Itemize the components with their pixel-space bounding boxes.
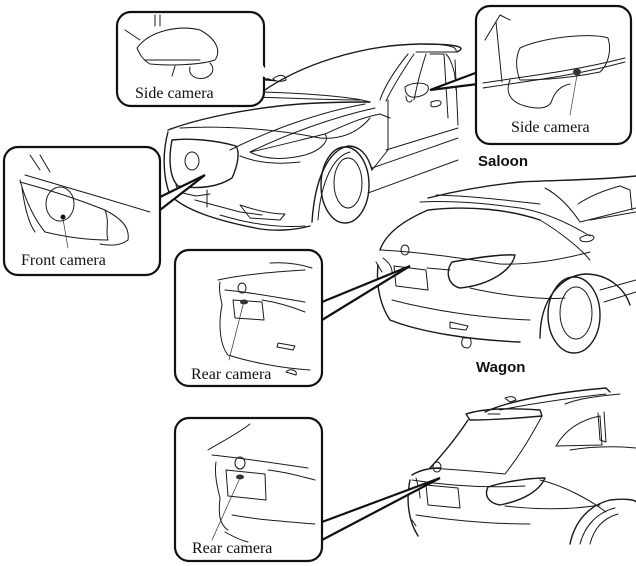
rear-camera-saloon-label: Rear camera xyxy=(191,366,271,383)
callout-side-camera-left: Side camera xyxy=(115,10,276,108)
wagon-header: Wagon xyxy=(476,359,525,376)
saloon-header: Saloon xyxy=(478,153,528,170)
rear-camera-wagon-lens-icon xyxy=(236,474,244,480)
callout-rear-camera-wagon: Rear camera xyxy=(173,416,441,563)
callout-side-camera-right: Side camera xyxy=(429,4,633,146)
front-camera-label: Front camera xyxy=(21,252,106,269)
side-camera-lens-icon xyxy=(573,68,581,76)
side-camera-right-label: Side camera xyxy=(511,119,590,136)
callout-rear-camera-saloon: Rear camera xyxy=(173,248,411,388)
rear-camera-wagon-label: Rear camera xyxy=(192,540,272,557)
rear-camera-saloon-lens-icon xyxy=(240,299,248,305)
front-car-illustration xyxy=(163,43,462,231)
callout-front-camera: Front camera xyxy=(2,145,206,277)
front-camera-lens-icon xyxy=(60,214,66,220)
saloon-rear-illustration xyxy=(375,175,636,354)
wagon-rear-illustration xyxy=(407,387,636,545)
side-camera-left-label: Side camera xyxy=(135,85,214,102)
